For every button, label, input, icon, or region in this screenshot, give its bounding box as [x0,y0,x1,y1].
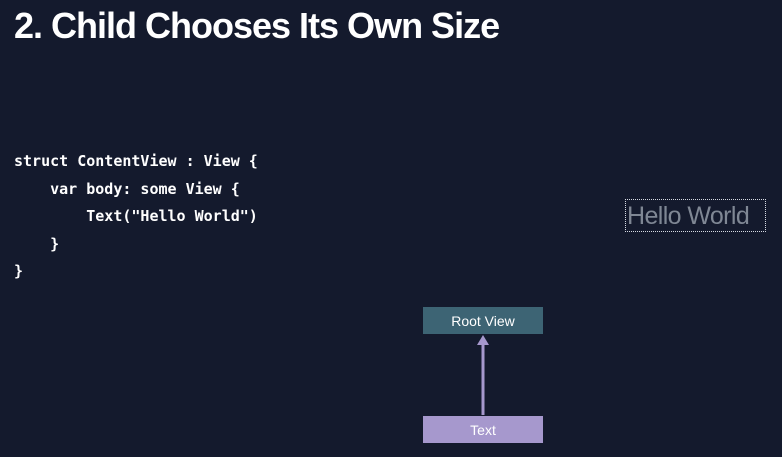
code-line: } [14,234,60,253]
preview-bounds: Hello World [625,199,766,232]
root-view-label: Root View [451,312,515,329]
code-line: } [14,262,24,280]
code-line: struct ContentView : View { [14,152,258,170]
text-node: Text [423,416,543,443]
preview-text: Hello World [627,202,750,230]
code-line: var body: some View { [14,179,240,198]
slide-title: 2. Child Chooses Its Own Size [14,5,500,46]
arrow-up-icon [477,335,489,415]
text-node-label: Text [470,421,496,438]
root-view-node: Root View [423,307,543,334]
code-line: Text("Hello World") [14,207,258,225]
code-block: struct ContentView : View { var body: so… [14,148,258,286]
